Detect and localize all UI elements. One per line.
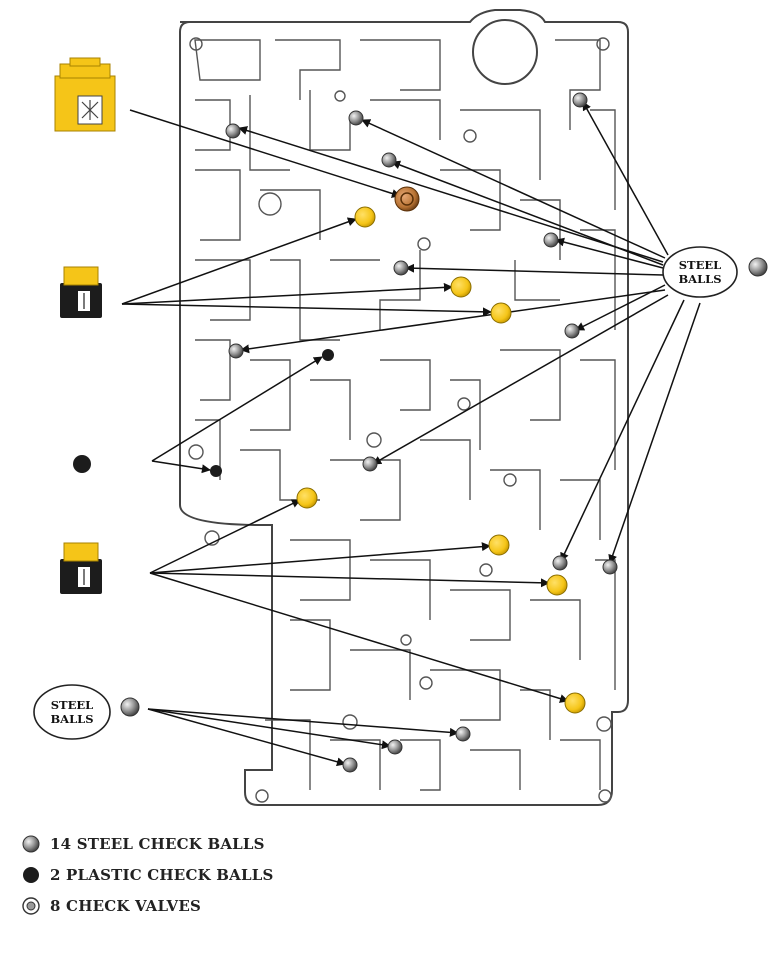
steel-ball-icon <box>20 833 42 855</box>
steel-ball <box>602 559 618 575</box>
steel-ball <box>455 726 471 742</box>
legend-label: 14 STEEL CHECK BALLS <box>50 834 265 853</box>
steel-balls-label-left: STEEL BALLS <box>34 698 110 726</box>
steel-ball <box>348 110 364 126</box>
steel-ball <box>552 555 568 571</box>
steel-ball <box>362 456 378 472</box>
legend-label: 2 PLASTIC CHECK BALLS <box>50 865 274 884</box>
plastic-ball-icon-left <box>73 455 91 473</box>
valve-body-plate <box>179 9 629 806</box>
plastic-check-balls <box>210 349 334 477</box>
legend-item-plastic: 2 PLASTIC CHECK BALLS <box>20 859 380 890</box>
valve-body-channels <box>194 39 616 791</box>
legend-label: 8 CHECK VALVES <box>50 896 201 915</box>
lower-check-valve-icon <box>60 542 102 594</box>
plastic-ball <box>210 465 222 477</box>
steel-ball <box>572 92 588 108</box>
check-valve <box>354 206 376 228</box>
steel-ball <box>228 343 244 359</box>
legend-item-check-valve: 8 CHECK VALVES <box>20 890 380 921</box>
steel-ball <box>564 323 580 339</box>
check-valve <box>488 534 510 556</box>
steel-balls-label-left-oval <box>33 684 111 740</box>
copper-check-valve <box>394 186 420 212</box>
steel-ball-icon-right <box>748 257 768 277</box>
legend-item-steel: 14 STEEL CHECK BALLS <box>20 828 380 859</box>
valve-body-ports <box>188 37 612 803</box>
steel-ball <box>543 232 559 248</box>
check-valve <box>296 487 318 509</box>
steel-ball <box>387 739 403 755</box>
check-valve <box>546 574 568 596</box>
check-valve-icon <box>20 895 42 917</box>
steel-ball-icon-left <box>120 697 140 717</box>
check-valves <box>296 206 586 714</box>
legend: 14 STEEL CHECK BALLS 2 PLASTIC CHECK BAL… <box>20 828 380 921</box>
steel-balls-label-right: STEEL BALLS <box>663 258 737 286</box>
steel-check-balls <box>225 92 618 773</box>
check-valve <box>564 692 586 714</box>
top-yellow-valve-icon <box>54 57 116 132</box>
steel-ball <box>381 152 397 168</box>
steel-ball <box>393 260 409 276</box>
label-line: STEEL <box>678 258 722 272</box>
steel-ball <box>225 123 241 139</box>
steel-ball <box>342 757 358 773</box>
leader-lines-right <box>238 101 701 564</box>
label-line: BALLS <box>50 712 94 726</box>
label-line: BALLS <box>678 272 722 286</box>
steel-balls-label-right-oval <box>662 246 738 298</box>
leader-lines-left <box>121 109 569 767</box>
label-line: STEEL <box>50 698 94 712</box>
check-valve <box>450 276 472 298</box>
plastic-ball <box>322 349 334 361</box>
plastic-ball-icon <box>20 864 42 886</box>
check-valve <box>490 302 512 324</box>
mid-check-valve-icon <box>60 266 102 318</box>
